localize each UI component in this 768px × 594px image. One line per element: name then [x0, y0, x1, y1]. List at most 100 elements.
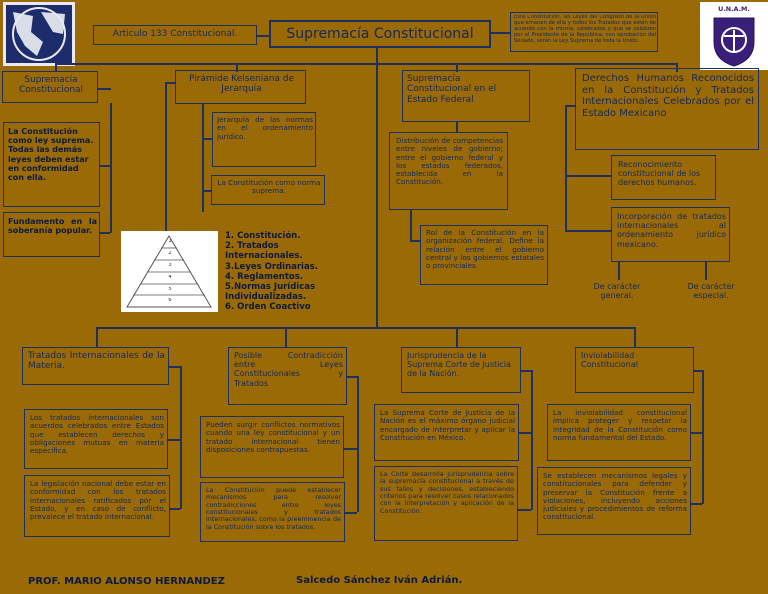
connector	[618, 262, 620, 280]
connector	[98, 88, 111, 90]
bottom2-text1-box: Pueden surgir conflictos normativos cuan…	[200, 416, 344, 478]
connector	[180, 366, 182, 509]
kelsen-pyramid: 1 2 3 4 5 6	[121, 231, 218, 312]
connector	[565, 175, 611, 177]
bottom1-heading-box: Tratados Internacionales de la Materia.	[22, 347, 169, 385]
connector	[691, 503, 702, 505]
col1-text1: La Constitución como ley suprema. Todas …	[8, 127, 94, 182]
label-special: De carácter especial.	[687, 282, 735, 301]
col1-heading-box: Supremacía Constitucional	[2, 71, 98, 103]
col2-text2-box: La Constitución como norma suprema.	[211, 175, 325, 205]
pyramid-level: 4	[168, 275, 172, 280]
connector	[565, 105, 567, 230]
col3-text1: Distribución de competencias entre nivel…	[396, 137, 503, 187]
col4-text1: Reconocimiento constitucional de los der…	[618, 160, 701, 188]
bottom1-text1-box: Los tratados internacionales son acuerdo…	[24, 409, 168, 469]
hierarchy-item: 2. Tratados Internacionales.	[225, 241, 303, 262]
col3-heading: Supremacía Constitucional en el Estado F…	[407, 74, 497, 105]
connector	[702, 370, 704, 504]
col4-text2-box: Incorporación de tratados internacionale…	[611, 207, 730, 262]
pyramid-level: 6	[168, 298, 172, 303]
connector	[531, 370, 533, 510]
bottom1-heading: Tratados Internacionales de la Materia.	[28, 351, 165, 372]
unam-emblem-logo: U.N.A.M.	[700, 2, 768, 70]
connector	[165, 82, 167, 232]
quote-box: Esta Constitución, las Leyes del Congres…	[510, 12, 658, 52]
connector	[634, 327, 636, 347]
connector	[565, 230, 611, 232]
hierarchy-item: 3.Leyes Ordinarias.	[225, 261, 318, 272]
bottom3-text2-box: La Corte desarrolla jurisprudencia sobre…	[374, 466, 518, 541]
main-title-box: Supremacía Constitucional	[269, 20, 491, 48]
bottom2-text2: La Constitución puede establecer mecanis…	[206, 487, 341, 531]
connector	[410, 210, 412, 240]
connector	[345, 512, 357, 514]
pyramid-level: 2	[168, 251, 172, 256]
bottom3-heading: Jurisprudencia de la Suprema Corte de Ju…	[407, 351, 511, 379]
hierarchy-item: 4. Reglamentos.	[225, 271, 304, 282]
connector	[202, 190, 211, 192]
connector	[376, 48, 378, 328]
bottom3-text1: La Suprema Corte de Justicia de la Nació…	[380, 409, 515, 442]
bottom3-heading-box: Jurisprudencia de la Suprema Corte de Ju…	[401, 347, 521, 393]
col1-text2-box: Fundamento en la soberanía popular.	[3, 212, 100, 257]
col3-heading-box: Supremacía Constitucional en el Estado F…	[402, 70, 530, 122]
hierarchy-item: 5.Normas Jurídicas Individualizadas.	[225, 281, 316, 303]
col2-text1-box: Jerarquía de las normas en el ordenamien…	[212, 112, 316, 167]
connector	[202, 104, 204, 212]
bottom2-heading-box: Posible Contradicción entre Leyes Consti…	[228, 347, 347, 405]
hierarchy-item: 6. Orden Coactivo	[225, 302, 311, 313]
bottom1-text2: La legislación nacional debe estar en co…	[30, 480, 166, 522]
col2-heading: Pirámide Kelseniana de Jerarquía	[188, 74, 295, 95]
col2-text1: Jerarquía de las normas en el ordenamien…	[217, 116, 313, 141]
bottom4-text1: La inviolabilidad constitucional implica…	[553, 409, 687, 442]
pyramid-level: 5	[168, 287, 172, 292]
connector	[96, 327, 98, 347]
bottom2-text1: Pueden surgir conflictos normativos cuan…	[206, 421, 340, 454]
connector	[676, 63, 678, 72]
connector	[456, 327, 458, 347]
connector	[456, 122, 458, 132]
col1-heading: Supremacía Constitucional	[18, 75, 84, 96]
logo-right-caption: U.N.A.M.	[718, 6, 750, 13]
connector	[55, 63, 57, 72]
col4-text1-box: Reconocimiento constitucional de los der…	[611, 155, 716, 200]
connector	[168, 439, 180, 441]
col2-heading-box: Pirámide Kelseniana de Jerarquía	[175, 70, 306, 104]
col4-heading-box: Derechos Humanos Reconocidos en la Const…	[575, 68, 759, 150]
bottom4-text2: Se establecen mecanismos legales y const…	[543, 472, 687, 522]
connector	[100, 165, 110, 167]
bottom1-text1: Los tratados internacionales son acuerdo…	[30, 414, 164, 456]
connector	[694, 370, 702, 372]
bottom3-text2: La Corte desarrolla jurisprudencia sobre…	[380, 471, 514, 515]
connector	[705, 262, 707, 280]
connector	[165, 82, 175, 84]
connector	[456, 63, 458, 72]
bottom4-text2-box: Se establecen mecanismos legales y const…	[537, 467, 691, 535]
connector	[257, 35, 269, 37]
connector	[236, 63, 238, 72]
hierarchy-item: 1. Constitución.	[225, 231, 301, 241]
connector	[170, 508, 180, 510]
unam-escudo-logo	[3, 2, 75, 66]
connector	[491, 32, 510, 34]
hierarchy-list: 1. Constitución. 2. Tratados Internacion…	[225, 231, 355, 315]
connector	[521, 370, 531, 372]
connector	[55, 63, 677, 65]
connector	[96, 327, 636, 329]
col4-heading: Derechos Humanos Reconocidos en la Const…	[582, 73, 754, 119]
bottom1-text2-box: La legislación nacional debe estar en co…	[24, 475, 170, 537]
connector	[202, 138, 212, 140]
connector	[100, 232, 110, 234]
student-name: Salcedo Sánchez Iván Adrián.	[296, 575, 463, 586]
connector	[518, 509, 531, 511]
connector	[347, 376, 357, 378]
bottom2-text2-box: La Constitución puede establecer mecanis…	[200, 482, 345, 542]
connector	[410, 240, 420, 242]
col3-text2-box: Rol de la Constitución en la organizació…	[420, 225, 548, 285]
col3-text2: Rol de la Constitución en la organizació…	[426, 229, 544, 271]
bottom4-heading-box: Inviolabilidad Constitucional	[575, 347, 694, 393]
connector	[691, 432, 702, 434]
connector	[565, 105, 575, 107]
article-quote: Esta Constitución, las Leyes del Congres…	[514, 15, 656, 44]
